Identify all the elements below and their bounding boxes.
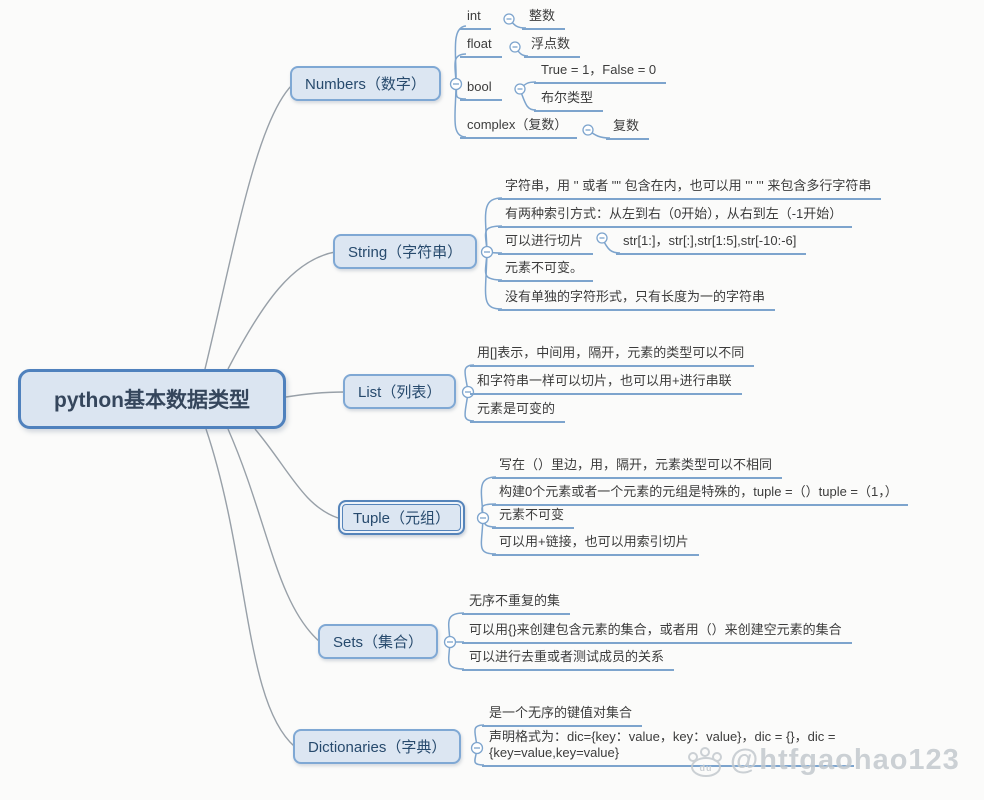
- leaf-bool-type[interactable]: 布尔类型: [534, 88, 604, 112]
- collapse-icon-bool[interactable]: [514, 83, 526, 95]
- collapse-icon-numbers[interactable]: [449, 77, 463, 91]
- tuple-leaf-concat[interactable]: 可以用+链接，也可以用索引切片: [492, 532, 699, 556]
- paw-icon: du: [688, 746, 722, 777]
- string-leaf-quotes[interactable]: 字符串，用 '' 或者 "" 包含在内，也可以用 ''' ''' 来包含多行字符…: [498, 176, 882, 200]
- tuple-leaf-parens[interactable]: 写在（）里边，用，隔开，元素类型可以不相同: [492, 455, 783, 479]
- string-leaf-index[interactable]: 有两种索引方式：从左到右（0开始），从右到左（-1开始）: [498, 204, 853, 228]
- connector-root-numbers: [204, 84, 293, 370]
- connector-root-sets: [227, 428, 321, 643]
- collapse-icon-dictionaries[interactable]: [470, 741, 484, 755]
- leaf-int[interactable]: int: [460, 6, 491, 30]
- branch-list[interactable]: List（列表）: [343, 374, 457, 409]
- dict-leaf-format[interactable]: 声明格式为：dic={key：value，key：value}，dic = {}…: [482, 727, 854, 767]
- leaf-complex[interactable]: complex（复数）: [460, 115, 578, 139]
- list-leaf-mutable[interactable]: 元素是可变的: [470, 399, 566, 423]
- branch-dictionaries[interactable]: Dictionaries（字典）: [293, 729, 462, 764]
- branch-string[interactable]: String（字符串）: [333, 234, 478, 269]
- string-leaf-slice-code[interactable]: str[1:]，str[:],str[1:5],str[-10:-6]: [616, 231, 807, 255]
- tuple-leaf-special[interactable]: 构建0个元素或者一个元素的元组是特殊的，tuple =（）tuple =（1，）: [492, 482, 908, 506]
- list-leaf-slice[interactable]: 和字符串一样可以切片，也可以用+进行串联: [470, 371, 742, 395]
- watermark-text: @htfgaohao123: [730, 744, 960, 776]
- leaf-int-desc[interactable]: 整数: [522, 6, 566, 30]
- watermark: du @htfgaohao123: [684, 744, 960, 777]
- connector-leaf: [484, 251, 503, 310]
- collapse-icon-int[interactable]: [503, 13, 515, 25]
- collapse-icon-list[interactable]: [461, 385, 475, 399]
- connector-leaf: [480, 517, 497, 555]
- root-node[interactable]: python基本数据类型: [18, 369, 286, 429]
- collapse-icon-complex[interactable]: [582, 124, 594, 136]
- list-leaf-brackets[interactable]: 用[]表示，中间用，隔开，元素的类型可以不同: [470, 343, 755, 367]
- string-leaf-slice[interactable]: 可以进行切片: [498, 231, 594, 255]
- collapse-icon-string[interactable]: [480, 245, 494, 259]
- leaf-float-desc[interactable]: 浮点数: [524, 34, 581, 58]
- paw-label: du: [700, 763, 713, 773]
- collapse-icon-tuple[interactable]: [476, 511, 490, 525]
- string-leaf-immutable[interactable]: 元素不可变。: [498, 258, 594, 282]
- dict-leaf-kv[interactable]: 是一个无序的键值对集合: [482, 703, 643, 727]
- branch-numbers[interactable]: Numbers（数字）: [290, 66, 441, 101]
- leaf-float[interactable]: float: [460, 34, 502, 58]
- connector-root-list: [285, 391, 346, 398]
- tuple-leaf-immutable[interactable]: 元素不可变: [492, 505, 575, 529]
- collapse-icon-sets[interactable]: [443, 635, 457, 649]
- collapse-icon-float[interactable]: [509, 41, 521, 53]
- branch-sets[interactable]: Sets（集合）: [318, 624, 439, 659]
- collapse-icon-slice[interactable]: [596, 232, 608, 244]
- leaf-complex-desc[interactable]: 复数: [606, 116, 650, 140]
- string-leaf-nochar[interactable]: 没有单独的字符形式，只有长度为一的字符串: [498, 287, 776, 311]
- branch-tuple[interactable]: Tuple（元组）: [338, 500, 465, 535]
- connector-leaf: [454, 83, 467, 138]
- sets-leaf-dedupe[interactable]: 可以进行去重或者测试成员的关系: [462, 647, 675, 671]
- connector-root-string: [227, 251, 336, 370]
- sets-leaf-unordered[interactable]: 无序不重复的集: [462, 591, 571, 615]
- leaf-bool[interactable]: bool: [460, 77, 502, 101]
- sets-leaf-create[interactable]: 可以用{}来创建包含元素的集合，或者用（）来创建空元素的集合: [462, 620, 852, 644]
- leaf-bool-truefalse[interactable]: True = 1，False = 0: [534, 60, 667, 84]
- connector-root-tuple: [254, 428, 339, 519]
- connector-root-dictionaries: [205, 428, 296, 748]
